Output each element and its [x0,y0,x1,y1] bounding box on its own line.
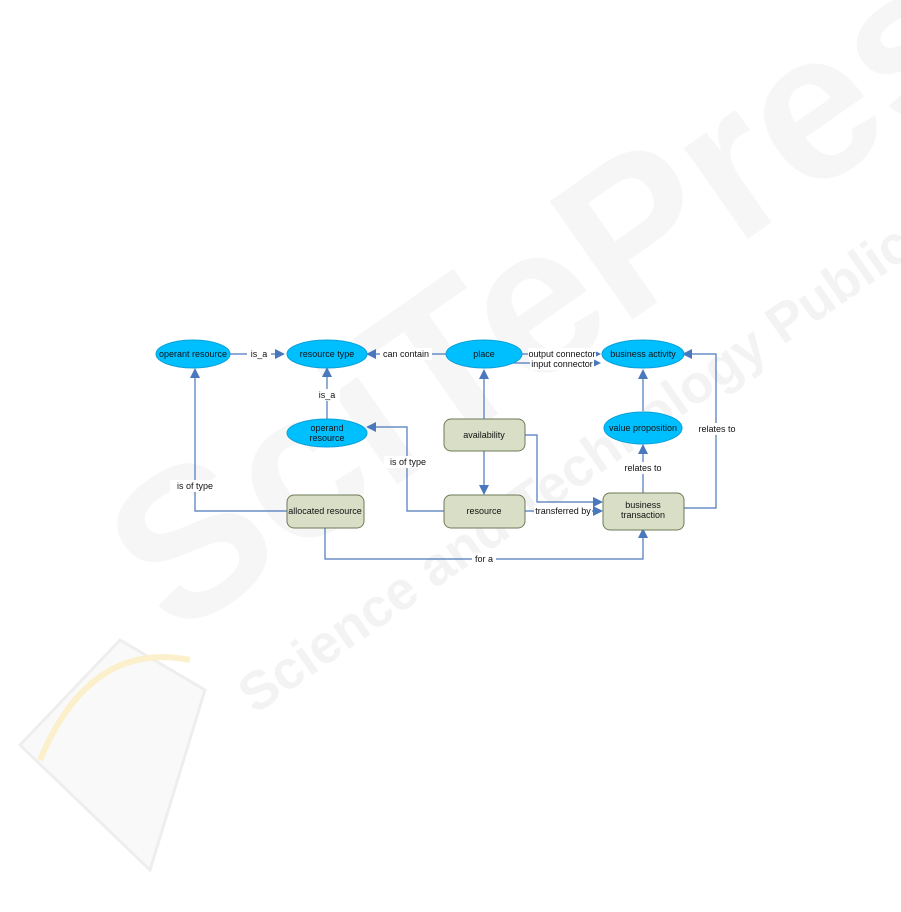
node-operant-resource[interactable]: operant resource [155,339,231,369]
node-place[interactable]: place [445,339,523,369]
node-value-proposition[interactable]: value proposition [603,411,683,445]
label-transferred-by: transferred by [535,506,591,516]
node-label: availability [463,430,505,440]
label-operant-isa: is_a [251,349,268,359]
edge-availability-to-bt [525,434,603,507]
node-label-line-2: transaction [621,510,665,520]
node-label: value proposition [609,423,677,433]
edge-allocated-is-of-type [190,368,287,512]
label-can-contain: can contain [383,349,429,359]
label-for-a: for a [475,554,493,564]
label-input-connector: input connector [531,359,593,369]
node-business-transaction[interactable]: business transaction [602,492,685,531]
concept-nodes: operant resource resource type place bus… [155,339,685,448]
label-operand-isa: is_a [319,390,336,400]
node-operand-resource[interactable]: operand resource [286,418,368,448]
label-output-connector: output connector [528,349,595,359]
label-bt-relates-to-vp: relates to [624,463,661,473]
edge-resource-is-of-type [366,422,444,512]
node-label: operant resource [159,349,227,359]
node-resource-type[interactable]: resource type [286,339,368,369]
node-availability[interactable]: availability [443,418,526,452]
edge-labels: is_a is_a can contain output connector i… [170,348,738,565]
node-label-line-2: resource [309,433,344,443]
label-resource-is-of-type: is of type [390,457,426,467]
node-label: resource type [300,349,355,359]
node-label-line-1: operand [310,423,343,433]
node-allocated-resource[interactable]: allocated resource [286,494,365,529]
node-resource[interactable]: resource [443,494,526,529]
label-allocated-is-of-type: is of type [177,481,213,491]
node-label: allocated resource [288,506,362,516]
node-business-activity[interactable]: business activity [601,339,685,369]
node-label-line-1: business [625,500,661,510]
node-label: place [473,349,495,359]
node-label: resource [466,506,501,516]
label-bt-relates-to-ba: relates to [698,424,735,434]
instance-nodes: availability allocated resource resource… [286,418,685,531]
watermark-logo-mark [17,638,207,873]
node-label: business activity [610,349,676,359]
